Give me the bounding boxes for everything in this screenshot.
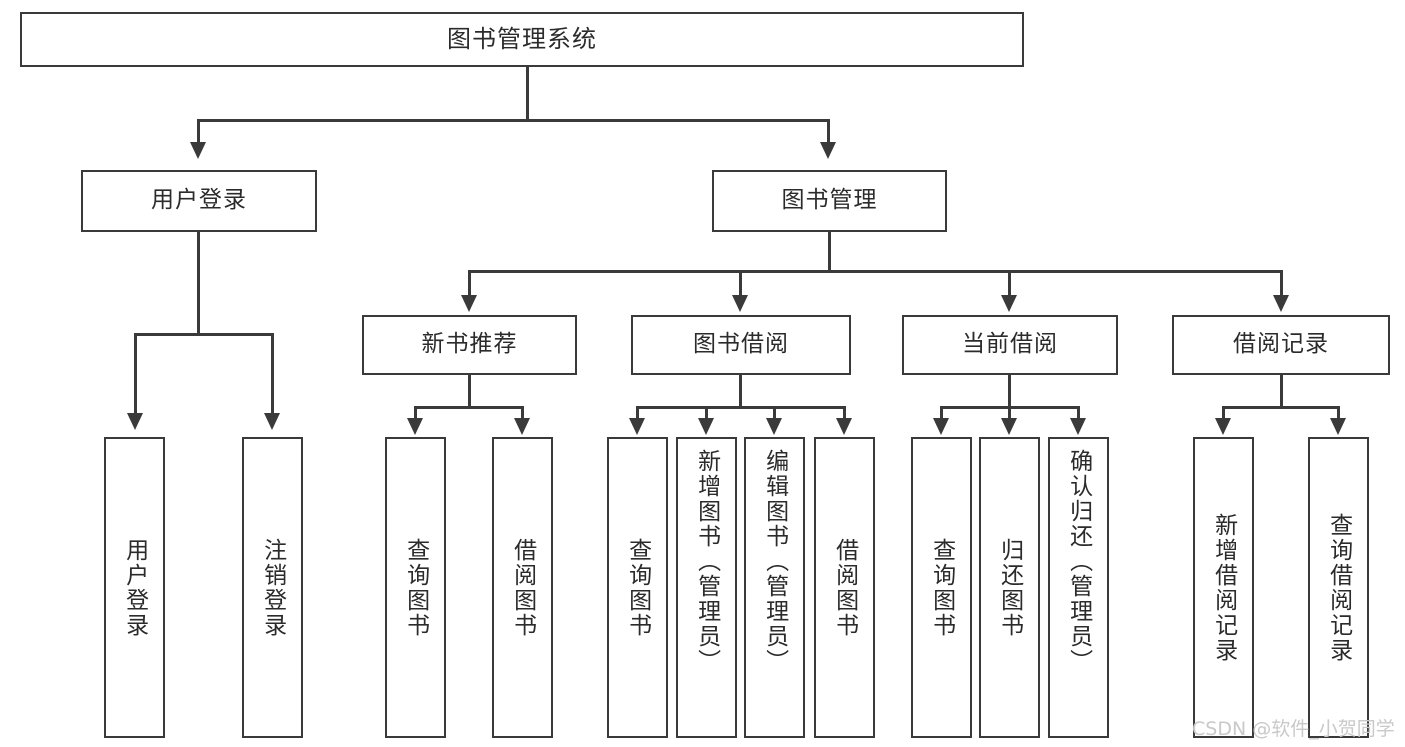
connector-current-borrow-leg-2 (1008, 406, 1011, 420)
connector-book-manage-leg-2 (739, 270, 742, 297)
connector-borrow-record-split-bar (1222, 406, 1340, 409)
connector-book-borrow-stem (739, 375, 742, 408)
watermark-text: CSDN @软件_小贺同学 (1192, 718, 1395, 740)
arrowhead-book-manage-child-3 (1001, 295, 1017, 312)
leaf-edit-book-admin[interactable]: 编辑图书（管理员） (744, 437, 805, 738)
arrowhead-current-borrow-leaf-2 (1001, 418, 1017, 435)
connector-book-borrow-leg-1 (636, 406, 639, 420)
arrowhead-borrow-record-leaf-2 (1330, 418, 1346, 435)
node-label: 借阅图书 (509, 537, 536, 638)
connector-user-login-leg-2 (271, 333, 274, 415)
node-new-book-recommend[interactable]: 新书推荐 (362, 315, 577, 375)
node-borrow-record[interactable]: 借阅记录 (1172, 315, 1390, 375)
arrowhead-new-book-leaf-1 (407, 418, 423, 435)
arrowhead-book-borrow-leaf-3 (766, 418, 782, 435)
arrowhead-root-to-book-manage (820, 142, 836, 159)
connector-book-borrow-leg-2 (705, 406, 708, 420)
node-label: 用户登录 (151, 187, 247, 214)
leaf-return-book[interactable]: 归还图书 (979, 437, 1040, 738)
leaf-confirm-return-admin[interactable]: 确认归还（管理员） (1048, 437, 1109, 738)
connector-book-manage-leg-3 (1008, 270, 1011, 297)
connector-new-book-leg-2 (521, 406, 524, 420)
connector-root-to-user-login (197, 119, 200, 144)
arrowhead-new-book-leaf-2 (514, 418, 530, 435)
node-label: 查询借阅记录 (1325, 512, 1352, 663)
connector-book-manage-leg-4 (1280, 270, 1283, 297)
connector-borrow-record-leg-2 (1337, 406, 1340, 420)
connector-borrow-record-stem (1280, 375, 1283, 408)
connector-user-login-split-bar (134, 333, 274, 336)
connector-book-borrow-leg-4 (843, 406, 846, 420)
arrowhead-user-login-leaf-2 (264, 413, 280, 430)
arrowhead-book-borrow-leaf-2 (698, 418, 714, 435)
connector-root-split-bar (197, 119, 830, 122)
node-label: 查询图书 (928, 537, 955, 638)
node-label: 新书推荐 (421, 331, 518, 358)
connector-new-book-stem (468, 375, 471, 408)
connector-book-manage-stem (828, 232, 831, 272)
connector-user-login-stem (197, 232, 200, 335)
node-label: 新增图书（管理员） (693, 449, 720, 674)
connector-new-book-leg-1 (414, 406, 417, 420)
leaf-borrow-book-borrow[interactable]: 借阅图书 (814, 437, 875, 738)
node-label: 当前借阅 (962, 331, 1058, 358)
node-user-login[interactable]: 用户登录 (81, 170, 317, 232)
node-label: 注销登录 (259, 537, 286, 638)
node-label: 新增借阅记录 (1210, 512, 1237, 663)
leaf-query-book-new-recommend[interactable]: 查询图书 (385, 437, 446, 738)
arrowhead-user-login-leaf-1 (127, 413, 143, 430)
connector-book-borrow-leg-3 (773, 406, 776, 420)
node-label: 查询图书 (624, 537, 651, 638)
connector-current-borrow-leg-1 (940, 406, 943, 420)
node-label: 归还图书 (996, 537, 1023, 638)
node-label: 编辑图书（管理员） (761, 449, 788, 674)
arrowhead-current-borrow-leaf-1 (933, 418, 949, 435)
arrowhead-book-manage-child-4 (1273, 295, 1289, 312)
connector-new-book-split-bar (414, 406, 524, 409)
leaf-query-book-current[interactable]: 查询图书 (911, 437, 972, 738)
node-label: 用户登录 (121, 537, 148, 638)
leaf-query-borrow-record[interactable]: 查询借阅记录 (1308, 437, 1369, 738)
node-label: 图书管理系统 (447, 25, 597, 54)
arrowhead-current-borrow-leaf-3 (1070, 418, 1086, 435)
connector-book-manage-split-bar (468, 270, 1283, 273)
connector-book-borrow-split-bar (636, 406, 846, 409)
connector-root-to-book-manage (827, 119, 830, 144)
leaf-add-book-admin[interactable]: 新增图书（管理员） (676, 437, 737, 738)
node-label: 借阅记录 (1233, 331, 1329, 358)
node-label: 图书借阅 (693, 331, 789, 358)
node-label: 查询图书 (402, 537, 429, 638)
leaf-add-borrow-record[interactable]: 新增借阅记录 (1193, 437, 1254, 738)
arrowhead-borrow-record-leaf-1 (1215, 418, 1231, 435)
connector-book-manage-leg-1 (468, 270, 471, 297)
leaf-logout-login[interactable]: 注销登录 (242, 437, 303, 738)
arrowhead-book-manage-child-1 (461, 295, 477, 312)
connector-user-login-leg-1 (134, 333, 137, 415)
connector-current-borrow-leg-3 (1077, 406, 1080, 420)
arrowhead-book-manage-child-2 (732, 295, 748, 312)
leaf-borrow-book-new-recommend[interactable]: 借阅图书 (492, 437, 553, 738)
connector-current-borrow-stem (1008, 375, 1011, 408)
node-label: 确认归还（管理员） (1065, 449, 1092, 674)
leaf-query-book-borrow[interactable]: 查询图书 (607, 437, 668, 738)
leaf-user-login[interactable]: 用户登录 (104, 437, 165, 738)
node-book-borrow[interactable]: 图书借阅 (631, 315, 851, 375)
node-label: 借阅图书 (831, 537, 858, 638)
arrowhead-book-borrow-leaf-4 (836, 418, 852, 435)
arrowhead-root-to-user-login (190, 142, 206, 159)
arrowhead-book-borrow-leaf-1 (629, 418, 645, 435)
node-label: 图书管理 (781, 187, 878, 214)
node-current-borrow[interactable]: 当前借阅 (902, 315, 1118, 375)
connector-borrow-record-leg-1 (1222, 406, 1225, 420)
connector-root-stem (526, 67, 529, 121)
node-book-management[interactable]: 图书管理 (712, 170, 947, 232)
node-root-book-management-system[interactable]: 图书管理系统 (20, 12, 1024, 67)
